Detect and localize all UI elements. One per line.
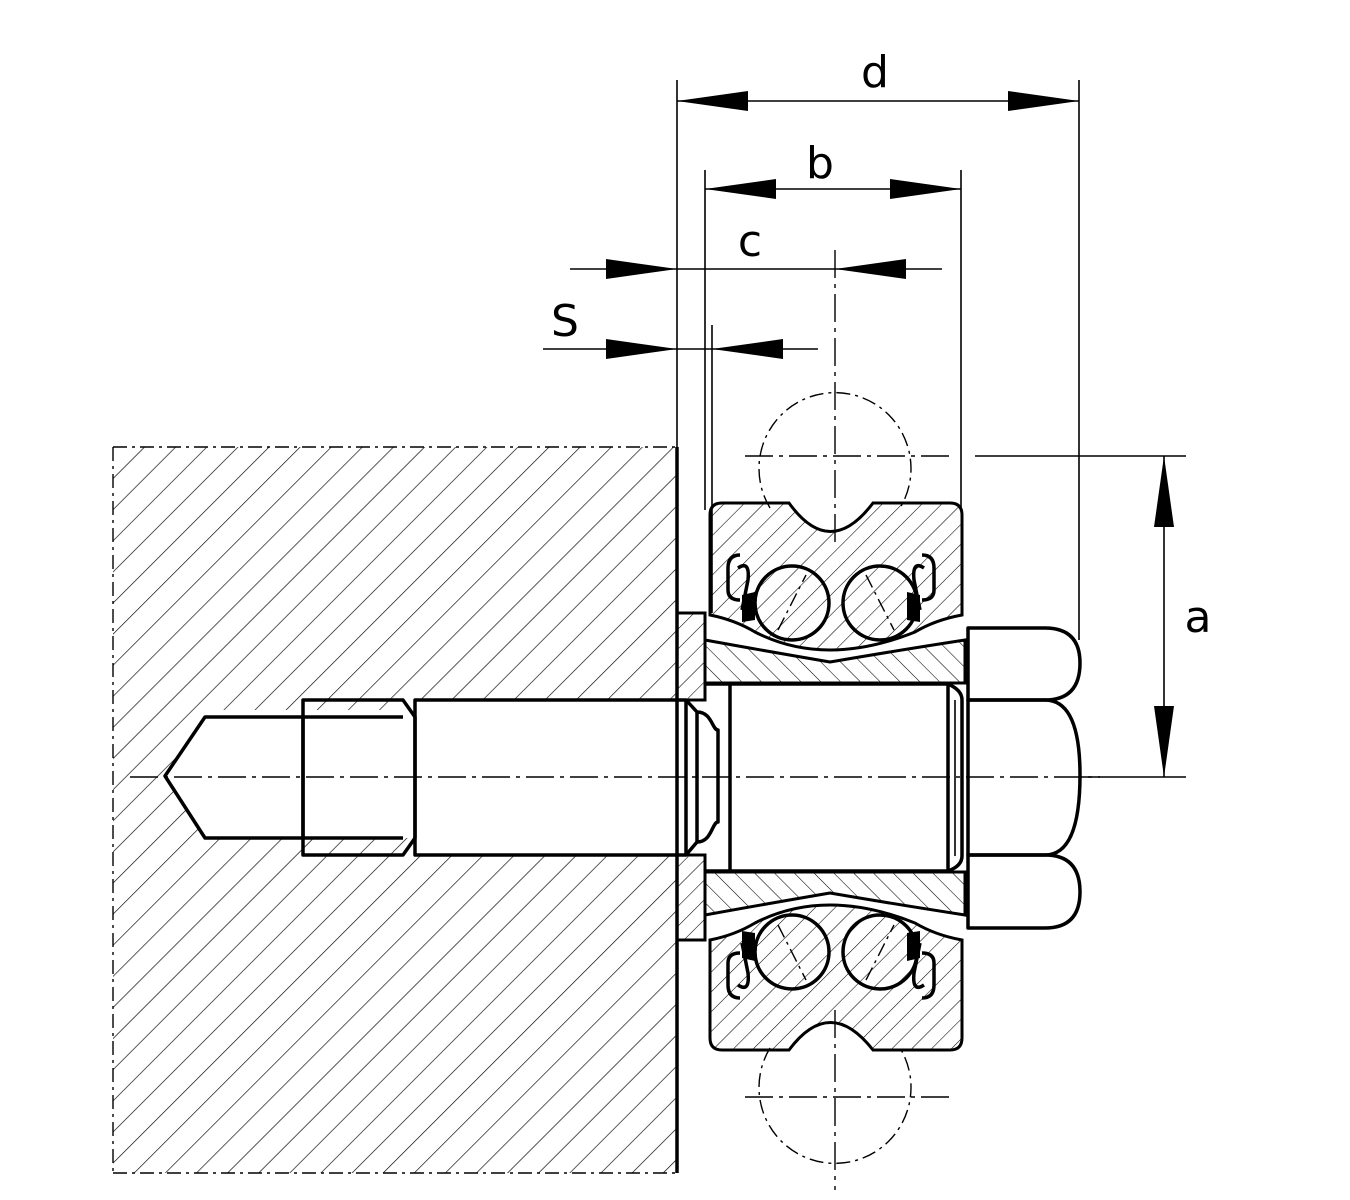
dimension-a: a bbox=[975, 455, 1212, 778]
threaded-stud bbox=[163, 698, 720, 857]
hex-nut bbox=[966, 626, 1082, 930]
dimension-s: S bbox=[543, 296, 818, 613]
outer-ring-top bbox=[708, 501, 964, 652]
dim-label-c: c bbox=[738, 216, 762, 267]
housing-block bbox=[112, 446, 679, 1174]
dimension-c: c bbox=[570, 216, 942, 279]
dim-label-s: S bbox=[551, 296, 579, 347]
outer-ring bbox=[708, 501, 964, 1052]
ball-set bbox=[753, 564, 919, 991]
dim-label-b: b bbox=[806, 138, 834, 189]
dimension-b: b bbox=[704, 138, 962, 510]
guide-rail-phantom bbox=[758, 392, 912, 1164]
center-lines bbox=[130, 250, 1100, 1190]
dim-label-a: a bbox=[1185, 592, 1212, 643]
spacer-washer bbox=[675, 611, 707, 942]
dimension-d: d bbox=[676, 47, 1080, 640]
inner-ring bbox=[703, 638, 967, 917]
outer-ring-bottom bbox=[708, 903, 964, 1052]
dim-label-d: d bbox=[861, 47, 889, 98]
housing-hatch bbox=[113, 447, 677, 1173]
